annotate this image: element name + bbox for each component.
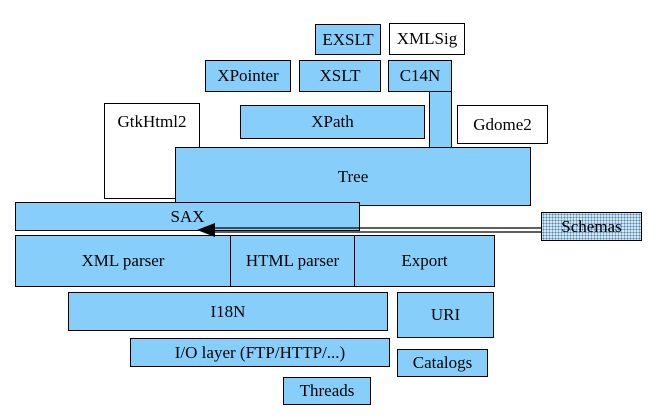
node-i18n: I18N [68,292,388,331]
node-xpointer: XPointer [205,60,291,92]
arrowhead-icon [197,223,215,237]
c14n-tree-connector [429,92,452,148]
node-exslt: EXSLT [315,24,381,55]
node-c14n: C14N [388,60,452,92]
node-export: Export [354,235,495,287]
node-uri: URI [397,292,494,338]
node-html-parser: HTML parser [230,235,355,287]
node-tree: Tree [175,147,531,206]
node-xml-parser: XML parser [15,235,231,287]
node-threads: Threads [283,377,371,405]
node-sax: SAX [15,202,360,231]
node-io-layer: I/O layer (FTP/HTTP/...) [130,338,390,367]
node-xmlsig: XMLSig [389,23,465,55]
node-xpath: XPath [240,105,425,139]
node-xslt: XSLT [299,60,381,92]
node-schemas: Schemas [541,212,642,241]
schemas-arrow [197,223,541,237]
node-gdome2: Gdome2 [457,105,548,144]
node-catalogs: Catalogs [397,349,488,377]
